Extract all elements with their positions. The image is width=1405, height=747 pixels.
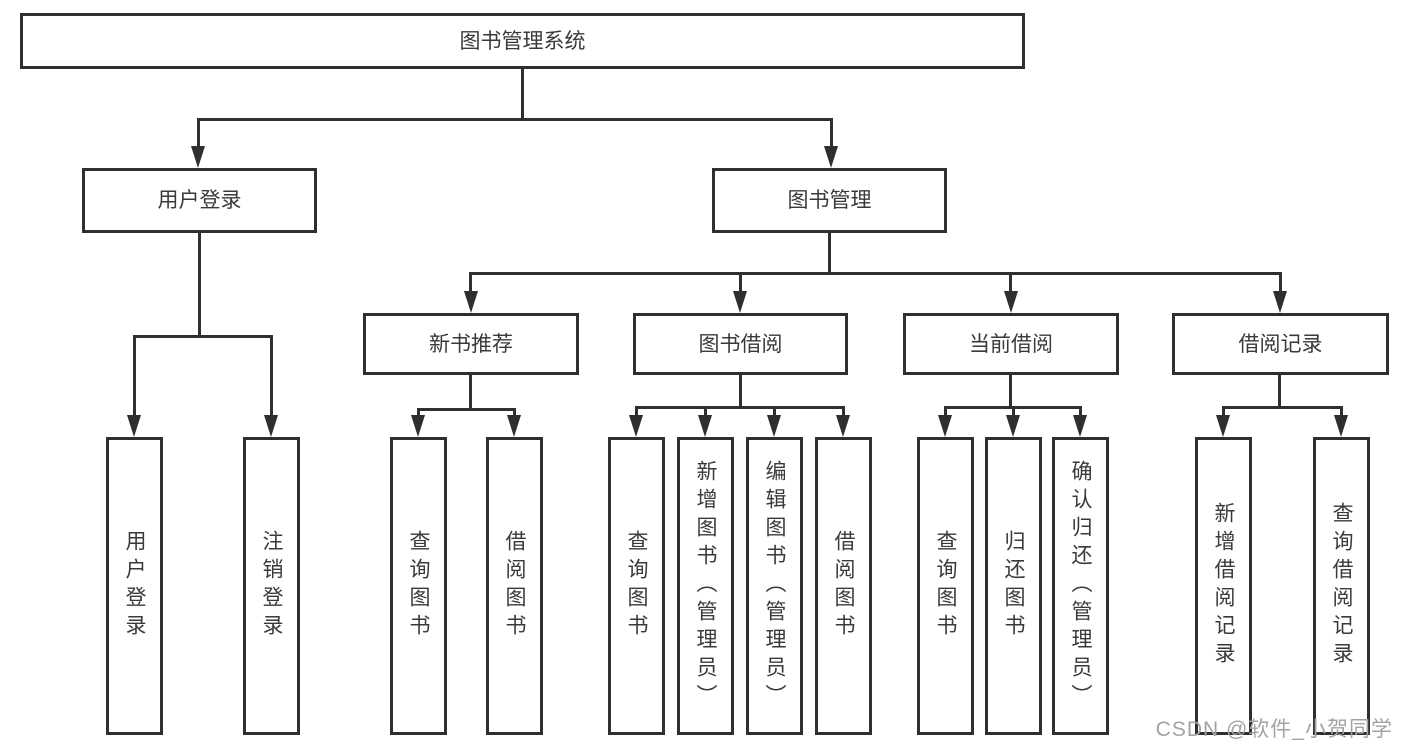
connector-userlogin-stem: [198, 233, 201, 335]
leaf-borrow-borrow-books: 借阅图书: [815, 437, 872, 735]
leaf-current-query-books: 查询图书: [917, 437, 974, 735]
connector-userlogin-drop1: [133, 335, 136, 419]
arrowhead-book-borrow-icon: [733, 291, 747, 313]
connector-currentborrow-stem: [1009, 375, 1012, 406]
csdn-watermark: CSDN @软件_小贺同学: [1155, 718, 1393, 741]
arrowhead-cb-return-icon: [1006, 415, 1020, 437]
connector-userlogin-split: [133, 335, 273, 338]
leaf-borrow-add-books-admin: 新增图书（管理员）: [677, 437, 734, 735]
arrowhead-new-book-recommend-icon: [464, 291, 478, 313]
connector-bookborrow-split: [635, 406, 845, 409]
connector-userlogin-drop2: [270, 335, 273, 419]
connector-newbook-drop1: [417, 408, 420, 418]
node-user-login: 用户登录: [82, 168, 317, 233]
connector-bookborrow-drop1: [635, 406, 638, 418]
connector-currentborrow-drop1: [944, 406, 947, 418]
connector-bookmgmt-drop3: [1009, 272, 1012, 294]
arrowhead-user-login-icon: [191, 146, 205, 168]
connector-currentborrow-drop3: [1079, 406, 1082, 418]
arrowhead-bb-borrow-icon: [836, 415, 850, 437]
connector-borrowrecord-drop2: [1340, 406, 1343, 418]
leaf-current-confirm-return-admin: 确认归还（管理员）: [1052, 437, 1109, 735]
arrowhead-br-query-icon: [1334, 415, 1348, 437]
connector-borrowrecord-drop1: [1222, 406, 1225, 418]
arrowhead-cb-query-icon: [938, 415, 952, 437]
leaf-borrow-edit-books-admin: 编辑图书（管理员）: [746, 437, 803, 735]
connector-root-stem: [521, 69, 524, 118]
node-current-borrow: 当前借阅: [903, 313, 1119, 375]
leaf-newbook-borrow-books: 借阅图书: [486, 437, 543, 735]
connector-bookborrow-drop3: [773, 406, 776, 418]
arrowhead-bb-add-icon: [698, 415, 712, 437]
connector-bookmgmt-drop2: [739, 272, 742, 294]
connector-bookmgmt-drop1: [469, 272, 472, 294]
node-new-book-recommend: 新书推荐: [363, 313, 579, 375]
arrowhead-leaf-user-login-icon: [127, 415, 141, 437]
connector-bookmgmt-split: [469, 272, 1282, 275]
arrowhead-br-add-icon: [1216, 415, 1230, 437]
connector-currentborrow-drop2: [1012, 406, 1015, 418]
node-book-management: 图书管理: [712, 168, 947, 233]
arrowhead-nb-borrow-icon: [507, 415, 521, 437]
arrowhead-bb-query-icon: [629, 415, 643, 437]
connector-newbook-stem: [469, 375, 472, 408]
node-root: 图书管理系统: [20, 13, 1025, 69]
arrowhead-nb-query-icon: [411, 415, 425, 437]
connector-root-split: [197, 118, 833, 121]
leaf-record-query-borrow-record: 查询借阅记录: [1313, 437, 1370, 735]
connector-bookborrow-drop2: [704, 406, 707, 418]
node-book-borrow: 图书借阅: [633, 313, 848, 375]
arrowhead-leaf-logout-icon: [264, 415, 278, 437]
leaf-borrow-query-books: 查询图书: [608, 437, 665, 735]
connector-newbook-split: [417, 408, 516, 411]
connector-bookborrow-drop4: [842, 406, 845, 418]
leaf-logout: 注销登录: [243, 437, 300, 735]
connector-borrowrecord-stem: [1278, 375, 1281, 406]
connector-bookborrow-stem: [739, 375, 742, 406]
arrowhead-borrow-record-icon: [1273, 291, 1287, 313]
leaf-record-add-borrow-record: 新增借阅记录: [1195, 437, 1252, 735]
connector-root-right-drop: [830, 118, 833, 150]
connector-newbook-drop2: [513, 408, 516, 418]
connector-borrowrecord-split: [1222, 406, 1343, 409]
arrowhead-bb-edit-icon: [767, 415, 781, 437]
leaf-user-login: 用户登录: [106, 437, 163, 735]
connector-bookmgmt-drop4: [1279, 272, 1282, 294]
connector-bookmgmt-stem: [828, 233, 831, 272]
arrowhead-book-management-icon: [824, 146, 838, 168]
arrowhead-current-borrow-icon: [1004, 291, 1018, 313]
leaf-current-return-books: 归还图书: [985, 437, 1042, 735]
arrowhead-cb-confirm-icon: [1073, 415, 1087, 437]
leaf-newbook-query-books: 查询图书: [390, 437, 447, 735]
connector-root-left-drop: [197, 118, 200, 150]
node-borrow-record: 借阅记录: [1172, 313, 1389, 375]
